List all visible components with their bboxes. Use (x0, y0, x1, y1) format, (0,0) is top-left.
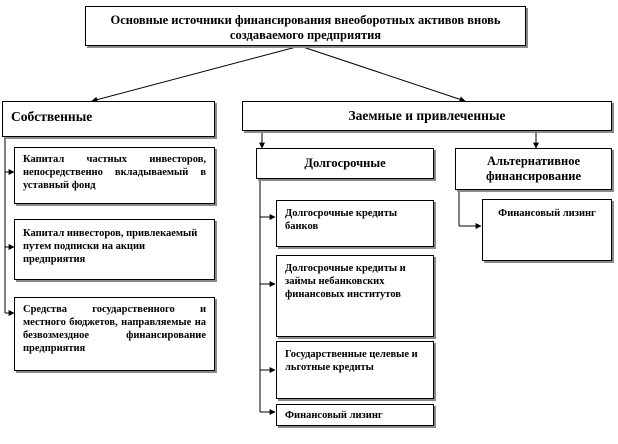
borrowed-sources-label: Заемные и привлеченные (348, 108, 506, 123)
own-item-1: Капитал частных инвесторов, непосредстве… (14, 147, 215, 204)
long-term-node: Долгосрочные (256, 148, 434, 179)
alternative-node: Альтернативное финансирование (455, 148, 612, 190)
long-term-item-3-label: Государственные целевые и льготные креди… (285, 349, 418, 373)
own-item-3: Средства государственного и местного бюд… (14, 297, 215, 371)
long-term-label: Долгосрочные (304, 156, 386, 170)
own-item-3-label: Средства государственного и местного бюд… (23, 304, 206, 354)
root-node-label: Основные источники финансирования внеобо… (110, 13, 501, 42)
long-term-item-1: Долгосрочные кредиты банков (276, 200, 434, 247)
own-item-2-label: Капитал инвесторов, привлекаемый путем п… (23, 228, 198, 265)
long-term-item-4: Финансовый лизинг (276, 404, 434, 426)
own-item-1-label: Капитал частных инвесторов, непосредстве… (23, 154, 206, 191)
long-term-item-4-label: Финансовый лизинг (285, 410, 383, 421)
borrowed-sources-node: Заемные и привлеченные (242, 101, 612, 131)
own-sources-node: Собственные (2, 101, 215, 137)
own-item-2: Капитал инвесторов, привлекаемый путем п… (14, 219, 215, 280)
long-term-item-2: Долгосрочные кредиты и займы небанковски… (276, 255, 434, 337)
alternative-item-1-label: Финансовый лизинг (498, 208, 596, 219)
long-term-item-2-label: Долгосрочные кредиты и займы небанковски… (285, 263, 406, 300)
root-node: Основные источники финансирования внеобо… (85, 6, 526, 46)
alternative-label: Альтернативное финансирование (485, 154, 582, 183)
alternative-item-1: Финансовый лизинг (482, 199, 612, 261)
connector-root-borrowed (299, 45, 466, 103)
own-sources-label: Собственные (11, 109, 93, 124)
connector-root-own (91, 45, 301, 103)
long-term-item-1-label: Долгосрочные кредиты банков (285, 208, 398, 232)
long-term-item-3: Государственные целевые и льготные креди… (276, 341, 434, 399)
